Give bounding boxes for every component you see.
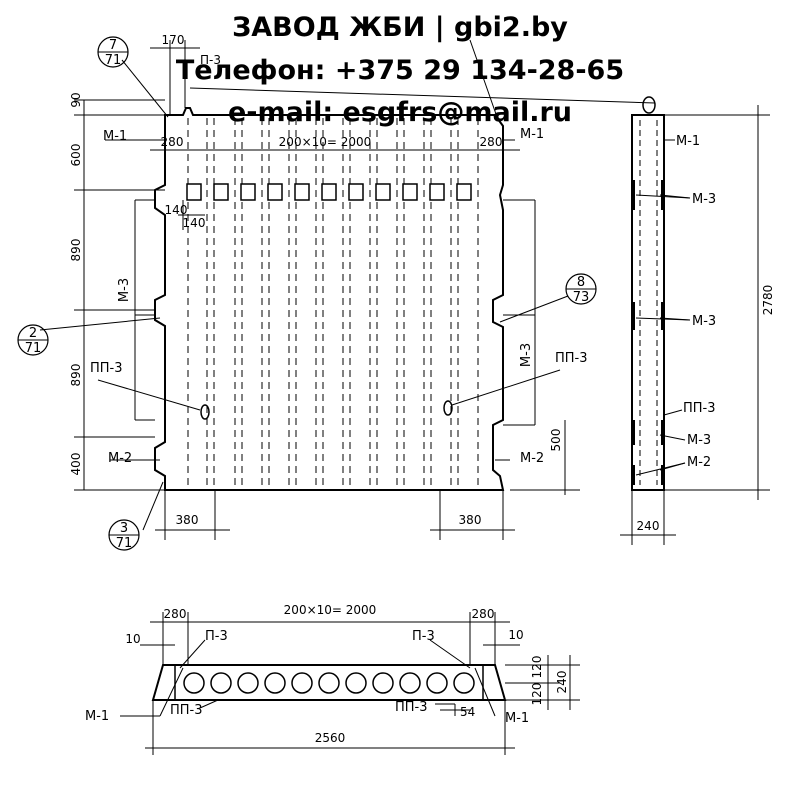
label-m3-right: М-3	[519, 343, 534, 367]
svg-text:71: 71	[25, 341, 42, 356]
plan-dim-10-left: 10	[125, 632, 140, 646]
dim-500: 500	[549, 429, 563, 452]
dim-v-600: 600	[69, 144, 83, 167]
dim-170: 170	[162, 33, 185, 47]
dim-380-right: 380	[459, 513, 482, 527]
side-dashed	[639, 120, 658, 485]
left-dimension-lines	[74, 99, 230, 540]
side-label-m3-c: М-3	[687, 433, 711, 448]
label-m2-right: М-2	[520, 451, 544, 466]
dim-v-90: 90	[69, 92, 83, 107]
dim-v-890-b: 890	[69, 364, 83, 387]
side-dim-2780: 2780	[761, 285, 775, 316]
dim-140-b: 140	[183, 216, 206, 230]
callout-3-71: 3 71	[108, 519, 140, 551]
dim-pitch: 200×10= 2000	[279, 135, 372, 149]
front-view: 7 71 2 71 3 71 8 73 170 П-3 280 200×10= …	[17, 33, 656, 551]
side-label-m1: М-1	[676, 134, 700, 149]
side-label-m2: М-2	[687, 455, 711, 470]
dim-380-left: 380	[176, 513, 199, 527]
plan-dim-2560: 2560	[315, 731, 346, 745]
plan-dim-120-b: 120	[530, 683, 544, 706]
plan-dim-120-a: 120	[530, 656, 544, 679]
plan-dim-54: 54	[460, 705, 475, 719]
plan-dim-240: 240	[555, 671, 569, 694]
plan-cavities	[183, 672, 475, 694]
side-lifting-loop	[642, 96, 656, 114]
dim-v-400: 400	[69, 453, 83, 476]
label-m1-left: М-1	[103, 129, 127, 144]
opening-row	[186, 183, 472, 201]
side-embedded-plates	[633, 180, 663, 485]
plan-dim-280-left: 280	[164, 607, 187, 621]
plan-dimension-lines	[120, 612, 580, 755]
plan-label-p3-left: П-3	[205, 629, 228, 644]
header-phone: Телефон: +375 29 134-28-65	[175, 55, 625, 86]
plan-view: 280 200×10= 2000 280 10 10 П-3 П-3 120 1…	[85, 603, 580, 755]
plan-dim-280-right: 280	[472, 607, 495, 621]
header-email: e-mail: esgfrs@mail.ru	[227, 97, 573, 128]
plan-label-pp3-left: ПП-3	[170, 703, 203, 718]
side-label-m3-b: М-3	[692, 314, 716, 329]
svg-text:2: 2	[29, 326, 37, 341]
svg-text:3: 3	[120, 521, 128, 536]
lifting-loop-right	[443, 400, 453, 416]
dim-140-a: 140	[165, 203, 188, 217]
dim-280-left: 280	[161, 135, 184, 149]
plan-label-pp3-right: ПП-3	[395, 700, 428, 715]
plan-label-p3-right: П-3	[412, 629, 435, 644]
dim-v-890-a: 890	[69, 239, 83, 262]
svg-text:8: 8	[577, 275, 585, 290]
plan-dim-pitch: 200×10= 2000	[284, 603, 377, 617]
panel-outline	[154, 107, 505, 491]
callout-7-71: 7 71	[97, 36, 129, 68]
cavity-lines	[187, 118, 479, 486]
label-pp3-right: ПП-3	[555, 351, 588, 366]
leader-lines	[39, 39, 656, 531]
label-pp3-left: ПП-3	[90, 361, 123, 376]
side-view: М-1 М-3 М-3 ПП-3 М-3 М-2 2780 240	[620, 96, 775, 545]
side-dimension-lines	[620, 105, 770, 545]
label-m3-left: М-3	[117, 278, 132, 302]
side-dim-240: 240	[637, 519, 660, 533]
side-label-m3-a: М-3	[692, 192, 716, 207]
callout-8-73: 8 73	[565, 273, 597, 305]
callout-2-71: 2 71	[17, 324, 49, 356]
dim-280-right: 280	[480, 135, 503, 149]
plan-label-m1-left: М-1	[85, 709, 109, 724]
svg-text:7: 7	[109, 38, 117, 53]
label-m2-left: М-2	[108, 451, 132, 466]
right-dimension-lines	[430, 199, 580, 540]
label-m1-right: М-1	[520, 127, 544, 142]
side-label-pp3: ПП-3	[683, 401, 716, 416]
label-p3-top: П-3	[200, 53, 221, 67]
top-dimension-lines	[150, 40, 520, 230]
header-company: ЗАВОД ЖБИ | gbi2.by	[232, 12, 568, 43]
lifting-loop-left	[200, 404, 210, 420]
side-outline	[631, 114, 665, 491]
plan-label-m1-right: М-1	[505, 711, 529, 726]
svg-text:71: 71	[105, 53, 122, 68]
svg-text:71: 71	[116, 536, 133, 551]
svg-text:73: 73	[573, 290, 590, 305]
plan-dim-10-right: 10	[508, 628, 523, 642]
